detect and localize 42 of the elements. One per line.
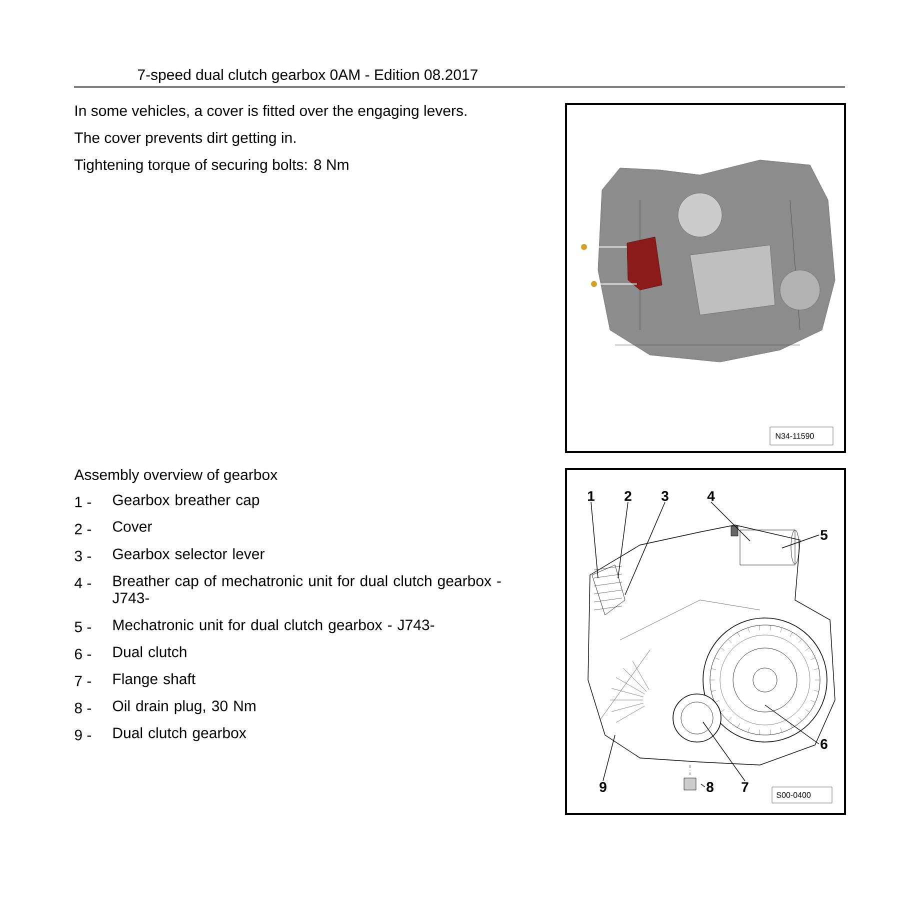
leader-line [782,534,820,548]
callout-number: 1 [588,491,595,501]
leader-line [602,734,616,782]
header-title: 7-speed dual clutch gearbox 0AM - Edition 08.2017 [138,69,478,83]
item-text: Breather cap of mechatronic unit for dual clutch gearbox - J743- [112,575,501,604]
item-number: 7 - [74,676,92,686]
callout-number: 8 [706,782,714,792]
item-number: 9 - [74,730,92,740]
item-text: Dual clutch gearbox [113,727,246,742]
callout-number: 9 [600,782,606,792]
leader-line [624,502,666,596]
section-heading: Assembly overview of gearbox [74,469,278,483]
leader-line [618,502,628,578]
item-number: 3 - [74,550,92,562]
callout-number: 4 [707,491,715,501]
callout-number: 3 [661,491,668,501]
item-number: 5 - [74,622,92,632]
figure-code-label: N34-11590 [770,426,834,446]
note-text: In some vehicles, a cover is fitted over the engaging levers. [76,105,466,119]
leader-line [710,502,750,542]
note-text: The cover prevents dirt getting in. [74,132,296,146]
figure-code-label: S00-0400 [772,786,832,804]
item-text: Gearbox selector lever [112,548,264,560]
item-number: 2 - [74,524,92,534]
callout-number: 6 [820,739,828,749]
item-number: 6 - [74,648,92,660]
item-number: 1 - [75,496,92,508]
item-text: Cover [112,521,152,532]
item-number: 8 - [74,702,92,714]
item-number: 4 - [74,578,92,588]
item-text: Dual clutch [113,646,186,658]
callout-number: 2 [624,491,632,501]
note-text: Tightening torque of securing bolts: 8 Nm [74,159,348,173]
callout-number: 7 [742,782,748,792]
leader-line [590,502,598,578]
item-text: Gearbox breather cap [112,494,260,508]
item-text: Oil drain plug, 30 Nm [112,700,256,714]
item-text: Flange shaft [113,673,196,688]
item-text: Mechatronic unit for dual clutch gearbox - J743- [113,619,434,634]
callout-number: 5 [820,530,828,540]
leader-line [702,722,746,782]
leader-line [700,784,706,788]
